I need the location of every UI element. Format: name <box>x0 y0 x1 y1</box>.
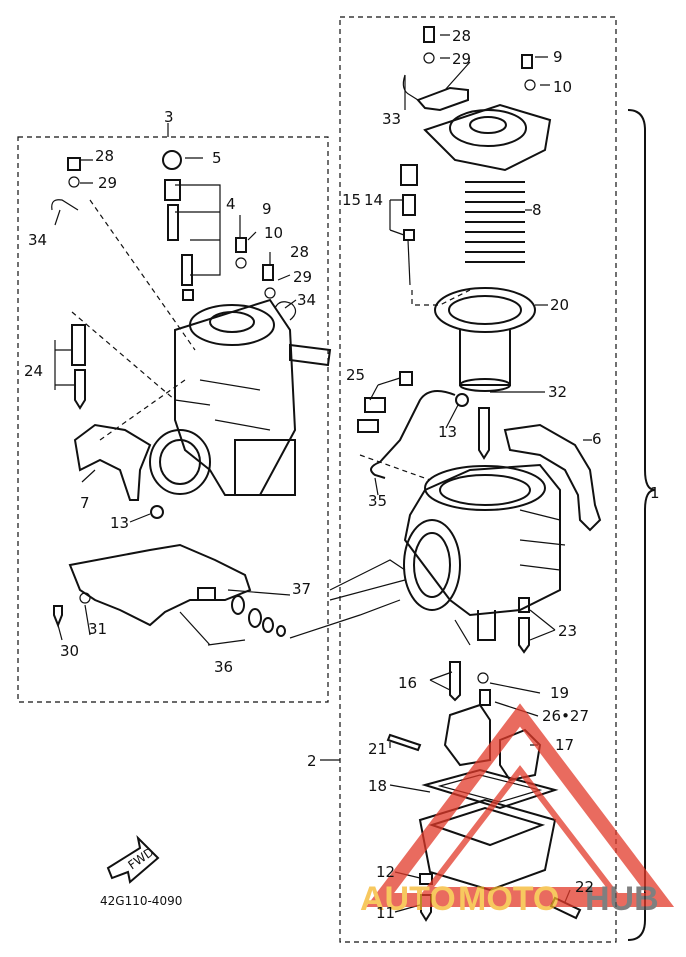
callout-24: 24 <box>24 362 43 380</box>
callout-37: 37 <box>292 580 311 598</box>
callout-15: 15 <box>342 191 361 209</box>
throttle-cable-35 <box>370 390 456 479</box>
throttle-lever-7 <box>73 423 152 501</box>
watermark-text-hub: HUB <box>585 880 659 918</box>
bracket-plate <box>68 543 252 627</box>
leader-lines-left <box>54 123 297 646</box>
group-box-2 <box>339 16 617 943</box>
callout-1: 1 <box>650 484 660 502</box>
callout-29-left: 29 <box>98 174 117 192</box>
callout-5: 5 <box>212 149 222 167</box>
fwd-label: FWD <box>125 845 156 873</box>
callout-28-left: 28 <box>95 147 114 165</box>
callout-7: 7 <box>80 494 90 512</box>
watermark-logo: AUTO MOTO HUB <box>360 703 675 918</box>
bracket-1 <box>627 109 656 941</box>
callout-labels: 1 2 3 4 5 6 7 8 9 9 10 10 11 12 13 13 15… <box>24 48 660 922</box>
piston-20 <box>434 287 536 392</box>
callout-12: 12 <box>376 863 395 881</box>
callout-11: 11 <box>376 904 395 922</box>
callout-36: 36 <box>214 658 233 676</box>
callout-34-left: 34 <box>28 231 47 249</box>
watermark-text-auto: AUTO <box>360 880 456 918</box>
callout-16: 16 <box>398 674 417 692</box>
callout-2: 2 <box>307 752 317 770</box>
group-box-3 <box>17 136 329 703</box>
callout-28-left-2: 28 <box>290 243 309 261</box>
callout-25: 25 <box>346 366 365 384</box>
callout-21: 21 <box>368 740 387 758</box>
callout-18: 18 <box>368 777 387 795</box>
watermark-text-moto: MOTO <box>458 880 559 918</box>
carburetor-assembly-left <box>149 298 332 496</box>
callout-6: 6 <box>592 430 602 448</box>
callout-labels-right-top: 28 29 <box>452 27 471 68</box>
callout-34-left-2: 34 <box>297 291 316 309</box>
callout-26-27: 26•27 <box>542 707 589 725</box>
callout-10-right: 10 <box>553 78 572 96</box>
callout-17: 17 <box>555 736 574 754</box>
callout-9-left: 9 <box>262 200 272 218</box>
callout-31: 31 <box>88 620 107 638</box>
callout-10-left: 10 <box>264 224 283 242</box>
parts-36-37 <box>197 587 286 637</box>
diaphragm-cover <box>423 103 552 172</box>
callout-19: 19 <box>550 684 569 702</box>
hardware-right <box>357 26 582 922</box>
hardware-left <box>51 157 297 628</box>
callout-22: 22 <box>575 878 594 896</box>
callout-20: 20 <box>550 296 569 314</box>
diagram-code: 42G110-4090 <box>100 894 182 908</box>
callout-14: 14 <box>364 191 383 209</box>
callout-23: 23 <box>558 622 577 640</box>
callout-35: 35 <box>368 492 387 510</box>
callout-29-left-2: 29 <box>293 268 312 286</box>
callout-4: 4 <box>226 195 236 213</box>
bracket-6 <box>503 423 602 532</box>
callout-3: 3 <box>164 108 174 126</box>
spring-8 <box>465 181 525 263</box>
callout-8: 8 <box>532 201 542 219</box>
needle-parts-15-14 <box>400 164 418 286</box>
callout-28-right: 28 <box>452 27 471 45</box>
callout-29-right: 29 <box>452 50 471 68</box>
top-cover-33 <box>402 74 469 112</box>
callout-13-right: 13 <box>438 423 457 441</box>
fwd-arrow-icon: FWD <box>106 834 160 884</box>
screw-24 <box>71 324 86 410</box>
callout-13-left: 13 <box>110 514 129 532</box>
callout-30: 30 <box>60 642 79 660</box>
carburetor-body-right <box>403 463 566 641</box>
callout-33: 33 <box>382 110 401 128</box>
needle-parts-4 <box>162 150 194 301</box>
callout-9-right: 9 <box>553 48 563 66</box>
callout-32: 32 <box>548 383 567 401</box>
